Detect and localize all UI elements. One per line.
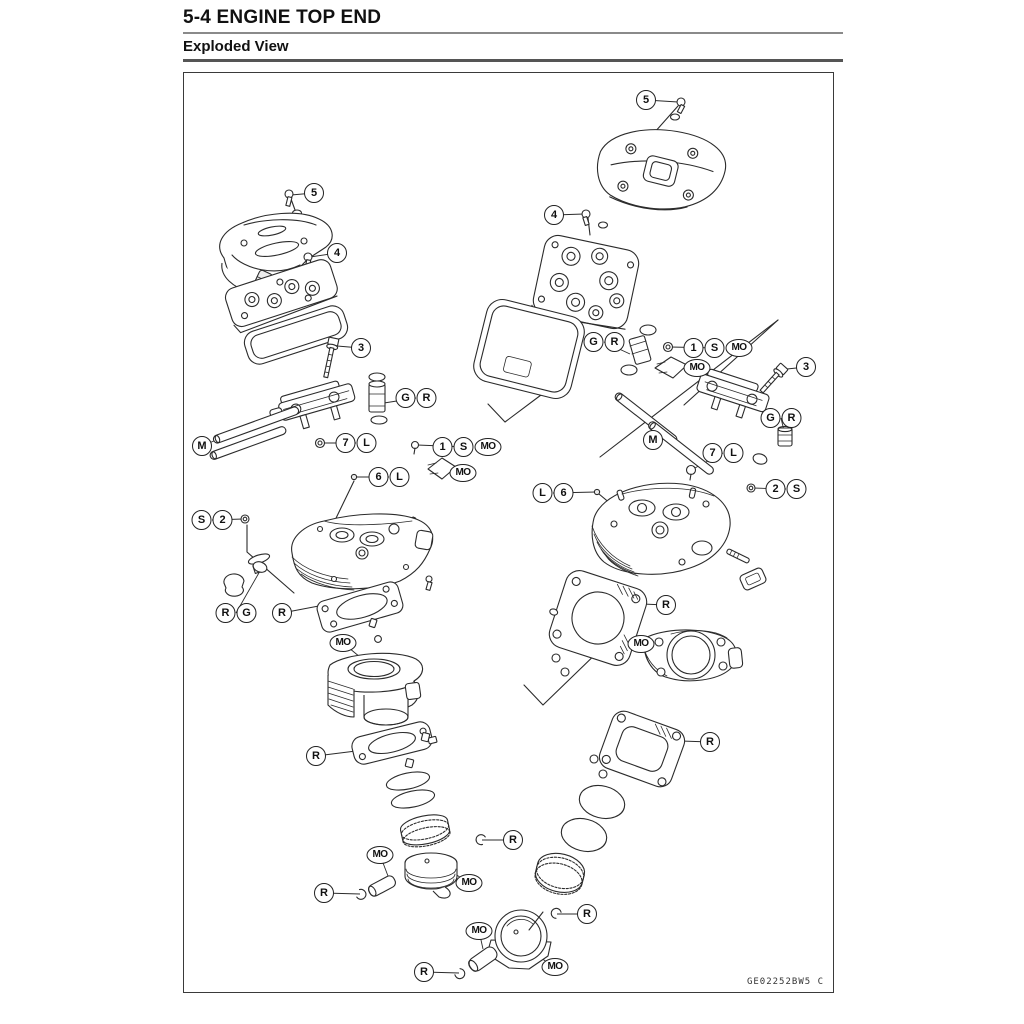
dowels-left (368, 617, 382, 643)
cylinder-left (327, 652, 424, 726)
circlip-right-lower (454, 968, 466, 980)
valve-cover-gasket-left (243, 305, 349, 365)
plate-screw-right (581, 209, 609, 229)
cylinder-right (642, 629, 744, 682)
piston-rings-left (385, 771, 451, 848)
tappet-orings-right-lower (752, 425, 793, 465)
base-dowels-left (404, 732, 431, 769)
head-gasket-right (548, 570, 648, 666)
base-gasket-right (598, 710, 686, 788)
page-title: 5-4 ENGINE TOP END (183, 7, 382, 28)
valve-adjuster-hardware-right (593, 341, 756, 496)
cover-screw-right (669, 97, 686, 121)
head-bolt-right (759, 362, 789, 394)
rocker-cover-plate-right (531, 234, 640, 330)
figure-code: GE02252BW5 C (746, 977, 824, 987)
push-rods-left (209, 406, 300, 460)
valve-cover-right (596, 129, 727, 211)
stud-right (726, 548, 750, 564)
cam-block-right (739, 567, 767, 591)
piston-pin-right (468, 946, 498, 972)
cylinder-head-left (291, 513, 434, 591)
rocker-cover-plate-left (224, 259, 338, 334)
exploded-view-diagram (201, 97, 807, 980)
title-rule (183, 32, 843, 34)
circlip-right-upper (550, 907, 562, 919)
circlip-left-lower (356, 888, 367, 900)
cover-screw-left (284, 189, 303, 217)
base-dowels-right (589, 754, 608, 779)
head-dowels-right (551, 653, 570, 677)
piston-right (486, 909, 552, 970)
head-gasket-left (316, 581, 404, 633)
piston-rings-right (534, 784, 626, 895)
head-bolt-left (323, 336, 340, 379)
piston-pin-left (368, 875, 396, 897)
valve-cover-gasket-right (473, 298, 585, 400)
tappet-orings-right-upper (620, 324, 657, 376)
base-gasket-left (351, 721, 438, 765)
cylinder-head-right (591, 482, 731, 577)
subsection-title: Exploded View (183, 38, 289, 55)
circlip-left-upper (475, 834, 486, 846)
push-rods-right (614, 392, 714, 475)
tappet-orings-left (368, 372, 388, 425)
rocker-assembly-right (696, 368, 770, 419)
cap-oring-left (223, 561, 268, 597)
subsection-rule (183, 59, 843, 62)
piston-left (404, 852, 458, 899)
valve-cover-left (219, 212, 333, 293)
